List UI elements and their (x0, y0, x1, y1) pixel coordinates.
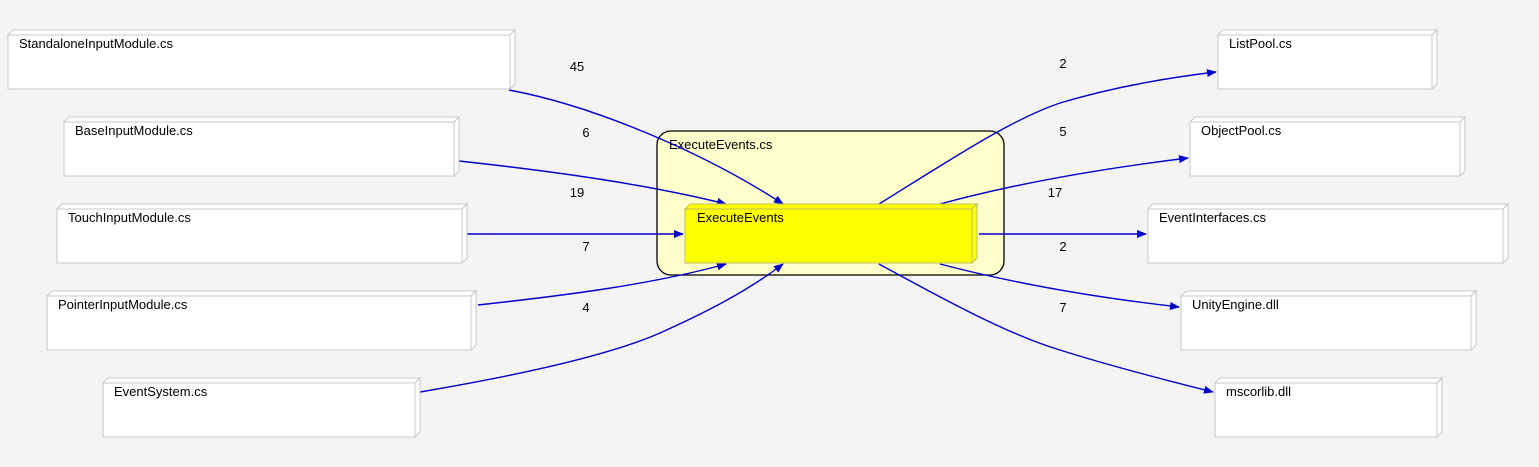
node-label: BaseInputModule.cs (75, 123, 193, 138)
edge-count-label: 4 (582, 300, 589, 315)
node-label: TouchInputModule.cs (68, 210, 191, 225)
container-label: ExecuteEvents.cs (669, 137, 773, 152)
edge-pointerinputmodule-cs[interactable] (477, 262, 727, 306)
edge-baseinputmodule-cs[interactable] (458, 160, 727, 206)
edge-count-label: 2 (1059, 239, 1066, 254)
node-standaloneinputmodule-cs[interactable]: StandaloneInputModule.cs (6, 28, 517, 91)
node-baseinputmodule-cs[interactable]: BaseInputModule.cs (62, 115, 461, 178)
edge-objectpool-cs[interactable] (939, 155, 1189, 205)
node-eventsystem-cs[interactable]: EventSystem.cs (101, 376, 422, 439)
edge-count-label: 6 (582, 125, 589, 140)
node-label: EventInterfaces.cs (1159, 210, 1266, 225)
node-eventinterfaces-cs[interactable]: EventInterfaces.cs (1146, 202, 1510, 265)
edge-count-label: 19 (570, 185, 584, 200)
node-label: ObjectPool.cs (1201, 123, 1282, 138)
edge-eventsystem-cs[interactable] (419, 263, 784, 393)
node-listpool-cs[interactable]: ListPool.cs (1216, 28, 1439, 91)
edge-listpool-cs[interactable] (878, 69, 1217, 205)
node-label: StandaloneInputModule.cs (19, 36, 173, 51)
edge-count-label: 7 (1059, 300, 1066, 315)
edge-count-label: 45 (570, 59, 584, 74)
node-unityengine-dll[interactable]: UnityEngine.dll (1179, 289, 1478, 352)
edges-layer (419, 69, 1217, 394)
edge-labels-layer: 45 6 19 7 4 2 5 17 2 7 (570, 56, 1067, 315)
edge-count-label: 2 (1059, 56, 1066, 71)
node-label: ListPool.cs (1229, 36, 1292, 51)
edge-unityengine-dll[interactable] (939, 263, 1180, 310)
nodes-layer: StandaloneInputModule.csBaseInputModule.… (6, 28, 1510, 439)
node-objectpool-cs[interactable]: ObjectPool.cs (1188, 115, 1467, 178)
node-label: PointerInputModule.cs (58, 297, 188, 312)
edge-count-label: 17 (1048, 185, 1062, 200)
edge-count-label: 5 (1059, 124, 1066, 139)
node-touchinputmodule-cs[interactable]: TouchInputModule.cs (55, 202, 469, 265)
center-node[interactable]: ExecuteEvents (683, 202, 979, 265)
center-node-label: ExecuteEvents (697, 210, 784, 225)
edge-standaloneinputmodule-cs[interactable] (508, 89, 784, 205)
node-label: EventSystem.cs (114, 384, 208, 399)
node-label: mscorlib.dll (1226, 384, 1291, 399)
node-mscorlib-dll[interactable]: mscorlib.dll (1213, 376, 1444, 439)
node-pointerinputmodule-cs[interactable]: PointerInputModule.cs (45, 289, 478, 352)
edge-count-label: 7 (582, 239, 589, 254)
node-label: UnityEngine.dll (1192, 297, 1279, 312)
edge-mscorlib-dll[interactable] (878, 263, 1214, 394)
